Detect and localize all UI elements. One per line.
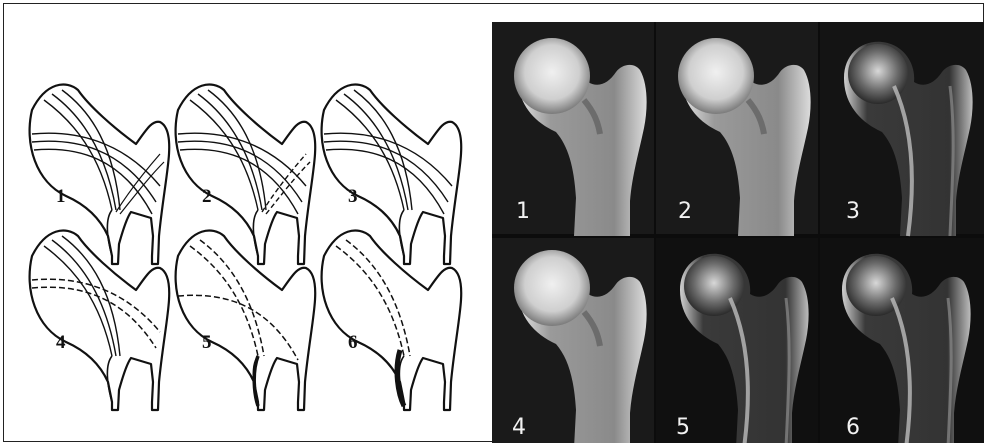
drawings-panel: 1 2 3 4 5 (4, 4, 490, 441)
radiographs-panel: 1 2 3 4 5 (492, 22, 984, 443)
radiograph-2: 2 (656, 22, 818, 236)
femur-drawing-1: 1 (30, 85, 170, 264)
drawing-label: 6 (348, 332, 358, 353)
radiograph-1: 1 (492, 22, 654, 236)
drawing-label: 3 (348, 186, 358, 207)
radiograph-5: 5 (656, 238, 818, 443)
drawing-label: 4 (56, 332, 66, 353)
femur-drawing-6: 6 (322, 231, 462, 410)
radiograph-label: 4 (512, 415, 526, 440)
radiograph-label: 2 (678, 199, 692, 224)
radiograph-3: 3 (820, 22, 984, 236)
radiograph-label: 1 (516, 199, 530, 224)
radiograph-label: 6 (846, 415, 860, 440)
femur-drawing-3: 3 (322, 85, 462, 264)
radiograph-label: 3 (846, 199, 860, 224)
femur-drawing-4: 4 (30, 231, 170, 410)
drawing-label: 5 (202, 332, 212, 353)
radiograph-4: 4 (492, 238, 654, 443)
drawing-label: 2 (202, 186, 212, 207)
radiograph-label: 5 (676, 415, 690, 440)
radiograph-6: 6 (820, 238, 984, 443)
femur-drawing-5: 5 (176, 231, 316, 410)
drawing-label: 1 (56, 186, 66, 207)
femur-drawing-2: 2 (176, 85, 316, 264)
